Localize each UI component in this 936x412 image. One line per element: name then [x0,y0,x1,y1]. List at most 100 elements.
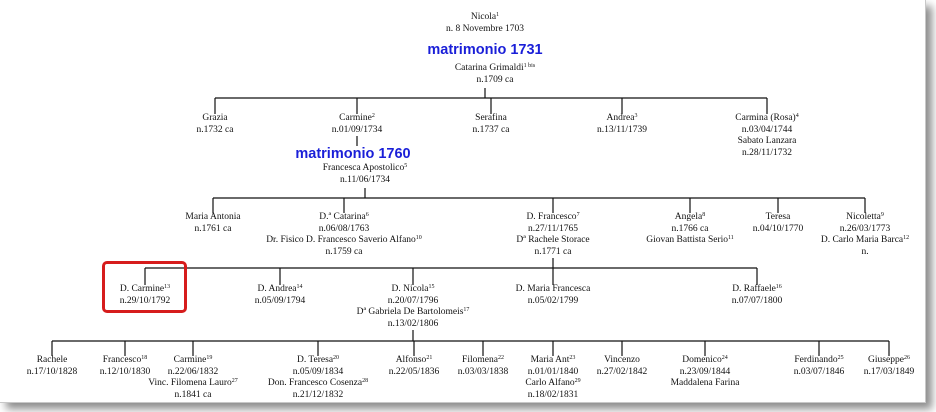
person-name: Ferdinando [794,355,838,365]
person-birth: n.07/07/1800 [731,295,783,306]
spouse-name: Don. Francesco Cosenza [267,378,363,389]
person-name: Carmina (Rosa) [735,113,796,123]
person-nicola-1796: D. Nicola15 n.20/07/1796 Dª Gabriela De … [303,284,523,330]
spouse-birth: n.28/11/1732 [741,147,793,158]
person-domenico: Domenico24 n.23/09/1844 Maddalena Farina [595,355,815,390]
person-birth: n.1732 ca [196,124,234,135]
person-name: D. Andrea [257,284,297,294]
spouse-ref: 27 [231,378,238,385]
person-maria-antonia: Maria Antonia n.1761 ca [103,212,323,235]
person-ref: 1 bis [523,63,536,69]
person-ref: 21 [426,355,433,361]
person-birth: n.23/09/1844 [679,366,731,377]
person-name: D. Nicola [391,284,429,294]
person-raffaele: D. Raffaele16 n.07/07/1800 [647,284,867,307]
person-angela: Angela8 n.1766 ca Giovan Battista Serio1… [580,212,800,247]
person-ref: 18 [141,355,148,361]
person-ferdinando: Ferdinando25 n.03/07/1846 [709,355,929,378]
person-birth: n.11/06/1734 [339,174,391,185]
person-name: Vincenzo [604,355,640,365]
person-name: Carmine [173,355,207,365]
spouse-name: Giovan Battista Serio [646,235,728,246]
person-francesco-1830: Francesco18 n.12/10/1830 [15,355,235,378]
person-serafina: Serafina n.1737 ca [381,113,601,136]
person-ref: 8 [702,212,706,218]
person-name: Teresa [765,212,791,222]
spouse-birth: n.18/02/1831 [527,389,579,400]
person-birth: n.12/10/1830 [99,366,151,377]
person-birth: n.03/07/1846 [793,366,845,377]
person-birth: n.27/11/1765 [527,223,579,234]
person-name: Giuseppe [868,355,904,365]
person-ref: 14 [296,284,303,290]
person-ref: 1 [496,12,500,18]
person-carmina-rosa: Carmina (Rosa)4 n.03/04/1744 Sabato Lanz… [657,113,877,159]
person-ref: 15 [428,284,435,290]
person-name: Andrea [606,113,635,123]
person-ref: 2 [371,113,375,119]
person-ref: 9 [880,212,884,218]
person-birth: n.04/10/1770 [752,223,804,234]
person-name: D. Francesco [526,212,577,222]
person-birth: n.13/11/1739 [596,124,648,135]
person-catarina-1763: D.ª Catarina6 n.06/08/1763 Dr. Fisico D.… [234,212,454,258]
person-name: Domenico [682,355,722,365]
person-birth: n.22/06/1832 [167,366,219,377]
person-vincenzo: Vincenzo n.27/02/1842 [512,355,732,378]
person-birth: n.05/02/1799 [527,295,579,306]
spouse-ref: 11 [728,235,734,242]
person-birth: n.01/01/1840 [527,366,579,377]
spouse-birth: n.1841 ca [174,389,212,400]
person-ref: 22 [497,355,504,361]
spouse-name: Carlo Alfano [525,378,575,389]
person-birth: n.17/10/1828 [26,366,78,377]
person-name: Serafina [475,113,507,123]
spouse-name: Dr. Fisico D. Francesco Saverio Alfano [266,235,416,246]
person-teresa-1770: Teresa n.04/10/1770 [668,212,888,235]
person-ref: 5 [404,163,408,169]
person-name: Francesca Apostolico [322,163,405,173]
person-ref: 23 [569,355,576,361]
person-birth: n.1709 ca [476,74,514,85]
spouse-name: Maddalena Farina [670,378,740,389]
spouse-name: Dª Gabriela De Bartolomeis [356,307,464,318]
person-ref: 16 [775,284,782,290]
person-birth: n.03/03/1838 [457,366,509,377]
person-name: D. Maria Francesca [515,284,591,294]
person-andrea-1739: Andrea3 n.13/11/1739 [512,113,732,136]
person-name: D. Raffaele [732,284,776,294]
person-birth: n.1766 ca [671,223,709,234]
person-name: D. Carmine [119,284,165,294]
person-name: Maria Ant [530,355,570,365]
person-alfonso: Alfonso21 n.22/05/1836 [304,355,524,378]
person-andrea-1794: D. Andrea14 n.05/09/1794 [170,284,390,307]
spouse-ref: 10 [415,235,422,242]
person-ref: 7 [576,212,580,218]
person-francesco-1765: D. Francesco7 n.27/11/1765 Dª Rachele St… [443,212,663,258]
spouse-ref: 17 [463,307,470,314]
person-ref: 13 [164,284,171,290]
person-name: Alfonso [395,355,427,365]
spouse-ref: 29 [574,378,581,385]
person-name: Maria Antonia [185,212,241,222]
person-name: Nicoletta [846,212,881,222]
person-rachele: Rachele n.17/10/1828 [0,355,162,378]
person-birth: n.1737 ca [472,124,510,135]
person-birth: n.22/05/1836 [388,366,440,377]
person-birth: n.06/08/1763 [318,223,370,234]
spouse-name: Vinc. Filomena Lauro [148,378,232,389]
spouse-name: D. Carlo Maria Barca [820,235,904,246]
person-birth: n.29/10/1792 [119,295,171,306]
marriage-label-1731: matrimonio 1731 [427,42,543,58]
person-grazia: Grazia n.1732 ca [105,113,325,136]
spouse-name: Sabato Lanzara [737,136,797,147]
person-name: Catarina Grimaldi [454,63,524,73]
person-ref: 26 [903,355,910,361]
person-birth: n.20/07/1796 [387,295,439,306]
spouse-birth: n.1759 ca [325,246,363,257]
person-ref: 24 [721,355,728,361]
person-birth: n.01/09/1734 [331,124,383,135]
spouse-birth: n.21/12/1832 [292,389,344,400]
spouse-name: Dª Rachele Storace [516,235,590,246]
spouse-ref: 28 [362,378,369,385]
